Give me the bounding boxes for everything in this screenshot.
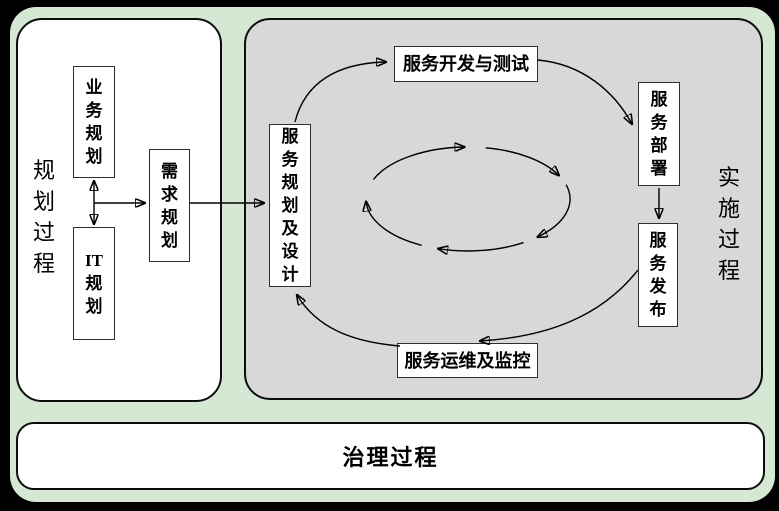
service-deployment-box: 服 务 部 署 <box>638 82 680 186</box>
service-ops-monitoring-box: 服务运维及监控 <box>397 343 538 378</box>
business-planning-label: 业 务 规 划 <box>85 78 103 166</box>
it-planning-box: IT 规 划 <box>73 227 115 340</box>
service-dev-test-box: 服务开发与测试 <box>394 46 538 82</box>
service-release-label: 服 务 发 布 <box>649 231 667 319</box>
business-planning-box: 业 务 规 划 <box>73 66 115 178</box>
service-dev-test-label: 服务开发与测试 <box>403 54 529 74</box>
requirements-planning-label: 需 求 规 划 <box>161 161 178 250</box>
service-deployment-label: 服 务 部 署 <box>650 90 668 178</box>
governance-process-label: 治理过程 <box>342 445 439 470</box>
service-release-box: 服 务 发 布 <box>638 223 678 327</box>
planning-process-label: 规 划 过 程 <box>32 158 55 276</box>
governance-process-panel: 治理过程 <box>16 422 765 490</box>
service-planning-design-label: 服 务 规 划 及 设 计 <box>281 127 299 284</box>
it-planning-label: IT 规 划 <box>85 251 103 316</box>
service-planning-design-box: 服 务 规 划 及 设 计 <box>269 124 311 287</box>
implementation-process-label: 实 施 过 程 <box>717 165 740 283</box>
service-ops-monitoring-label: 服务运维及监控 <box>404 350 531 371</box>
requirements-planning-box: 需 求 规 划 <box>149 149 190 262</box>
